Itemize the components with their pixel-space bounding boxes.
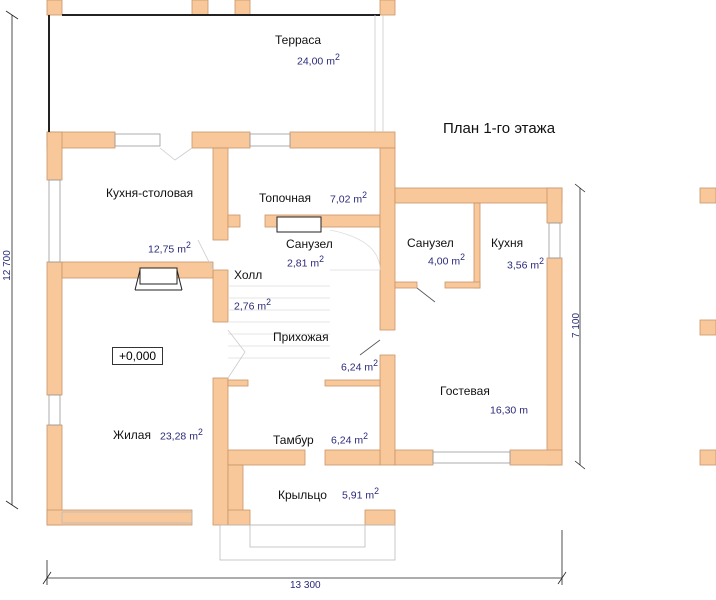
room-area-guest: 16,30 m bbox=[490, 404, 528, 417]
room-area-hall: 2,76 m2 bbox=[234, 297, 271, 313]
room-name-bathroom-2: Санузел bbox=[407, 236, 454, 250]
dimension-lines bbox=[5, 10, 586, 585]
dimension-height: 12 700 bbox=[1, 250, 13, 281]
room-area-kitchen: 3,56 m2 bbox=[507, 256, 544, 272]
windows-and-lines bbox=[48, 14, 561, 561]
stoves bbox=[134, 216, 322, 291]
dimension-right-block: 7 100 bbox=[571, 312, 583, 339]
walls bbox=[46, 0, 716, 526]
room-name-guest: Гостевая bbox=[440, 384, 490, 398]
room-name-vestibule: Тамбур bbox=[273, 433, 314, 447]
room-name-hall: Холл bbox=[234, 268, 263, 282]
room-area-boiler: 7,02 m2 bbox=[330, 190, 367, 206]
room-area-bathroom-2: 4,00 m2 bbox=[428, 252, 465, 268]
room-name-terrace: Терраса bbox=[275, 33, 322, 47]
dimension-width: 13 300 bbox=[290, 580, 321, 591]
room-area-porch: 5,91 m2 bbox=[342, 486, 379, 502]
room-name-boiler: Топочная bbox=[259, 191, 312, 205]
room-name-living: Жилая bbox=[113, 428, 151, 442]
level-mark: +0,000 bbox=[112, 347, 164, 365]
room-name-bathroom-1: Санузел bbox=[286, 237, 333, 251]
room-area-terrace: 24,00 m2 bbox=[297, 52, 340, 68]
plan-title: План 1-го этажа bbox=[443, 120, 556, 137]
room-area-bathroom-1: 2,81 m2 bbox=[287, 254, 324, 270]
room-area-living: 23,28 m2 bbox=[160, 427, 203, 443]
room-name-kitchen-dining: Кухня-столовая bbox=[106, 186, 194, 200]
room-area-kitchen-dining: 12,75 m2 bbox=[148, 240, 191, 256]
room-area-entrance: 6,24 m2 bbox=[341, 358, 378, 374]
room-area-vestibule: 6,24 m2 bbox=[331, 431, 368, 447]
room-name-kitchen: Кухня bbox=[491, 236, 524, 250]
room-name-porch: Крыльцо bbox=[278, 488, 327, 502]
room-name-entrance: Прихожая bbox=[273, 330, 329, 344]
